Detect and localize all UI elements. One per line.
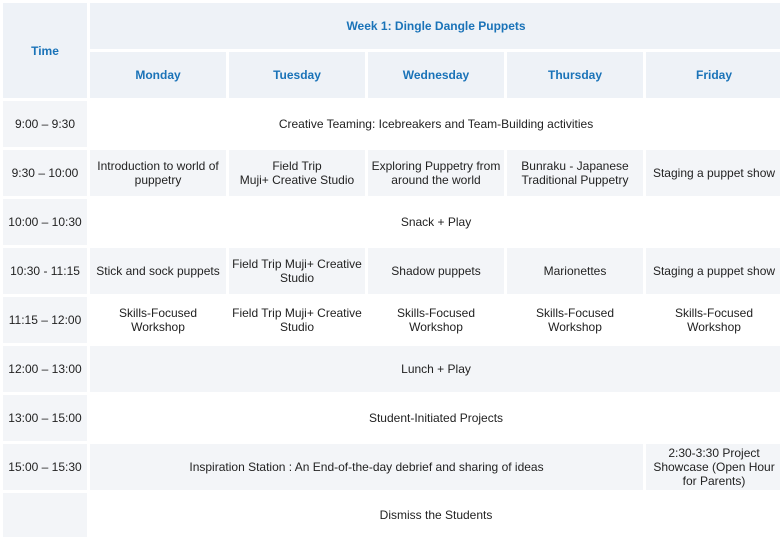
activity-span: Student-Initiated Projects xyxy=(90,395,780,441)
activity-cell: Stick and sock puppets xyxy=(90,248,226,294)
table-row: 15:00 – 15:30 Inspiration Station : An E… xyxy=(3,444,780,490)
table-row: 13:00 – 15:00 Student-Initiated Projects xyxy=(3,395,780,441)
time-column-header: Time xyxy=(3,3,87,98)
activity-span: Dismiss the Students xyxy=(90,493,780,537)
activity-cell: Introduction to world of puppetry xyxy=(90,150,226,196)
table-row: 12:00 – 13:00 Lunch + Play xyxy=(3,346,780,392)
activity-span: Snack + Play xyxy=(90,199,780,245)
activity-cell: Field Trip Muji+ Creative Studio xyxy=(229,150,365,196)
day-header-monday: Monday xyxy=(90,52,226,98)
time-slot: 10:30 - 11:15 xyxy=(3,248,87,294)
activity-cell: Exploring Puppetry from around the world xyxy=(368,150,504,196)
activity-cell: Staging a puppet show xyxy=(646,248,780,294)
table-row: 10:00 – 10:30 Snack + Play xyxy=(3,199,780,245)
time-slot: 10:00 – 10:30 xyxy=(3,199,87,245)
activity-span: Creative Teaming: Icebreakers and Team-B… xyxy=(90,101,780,147)
table-row: 9:00 – 9:30 Creative Teaming: Icebreaker… xyxy=(3,101,780,147)
time-slot: 15:00 – 15:30 xyxy=(3,444,87,490)
table-row: Dismiss the Students xyxy=(3,493,780,537)
activity-cell: Staging a puppet show xyxy=(646,150,780,196)
activity-cell: Bunraku - Japanese Traditional Puppetry xyxy=(507,150,643,196)
activity-cell-friday: 2:30-3:30 Project Showcase (Open Hour fo… xyxy=(646,444,780,490)
day-header-wednesday: Wednesday xyxy=(368,52,504,98)
time-slot: 9:30 – 10:00 xyxy=(3,150,87,196)
activity-span: Lunch + Play xyxy=(90,346,780,392)
time-slot: 13:00 – 15:00 xyxy=(3,395,87,441)
table-row: 9:30 – 10:00 Introduction to world of pu… xyxy=(3,150,780,196)
week-title: Week 1: Dingle Dangle Puppets xyxy=(90,3,780,49)
activity-cell: Marionettes xyxy=(507,248,643,294)
table-row: 10:30 - 11:15 Stick and sock puppets Fie… xyxy=(3,248,780,294)
activity-span: Inspiration Station : An End-of-the-day … xyxy=(90,444,643,490)
activity-cell: Skills-Focused Workshop xyxy=(368,297,504,343)
header-row-week: Time Week 1: Dingle Dangle Puppets xyxy=(3,3,780,98)
activity-cell: Field Trip Muji+ Creative Studio xyxy=(229,297,365,343)
activity-cell: Skills-Focused Workshop xyxy=(90,297,226,343)
table-row: 11:15 – 12:00 Skills-Focused Workshop Fi… xyxy=(3,297,780,343)
activity-cell: Skills-Focused Workshop xyxy=(507,297,643,343)
time-slot: 12:00 – 13:00 xyxy=(3,346,87,392)
activity-cell: Field Trip Muji+ Creative Studio xyxy=(229,248,365,294)
header-row-days: Monday Tuesday Wednesday Thursday Friday xyxy=(3,52,780,98)
day-header-tuesday: Tuesday xyxy=(229,52,365,98)
time-slot xyxy=(3,493,87,537)
activity-cell: Shadow puppets xyxy=(368,248,504,294)
time-slot: 9:00 – 9:30 xyxy=(3,101,87,147)
day-header-friday: Friday xyxy=(646,52,780,98)
day-header-thursday: Thursday xyxy=(507,52,643,98)
time-slot: 11:15 – 12:00 xyxy=(3,297,87,343)
activity-cell: Skills-Focused Workshop xyxy=(646,297,780,343)
